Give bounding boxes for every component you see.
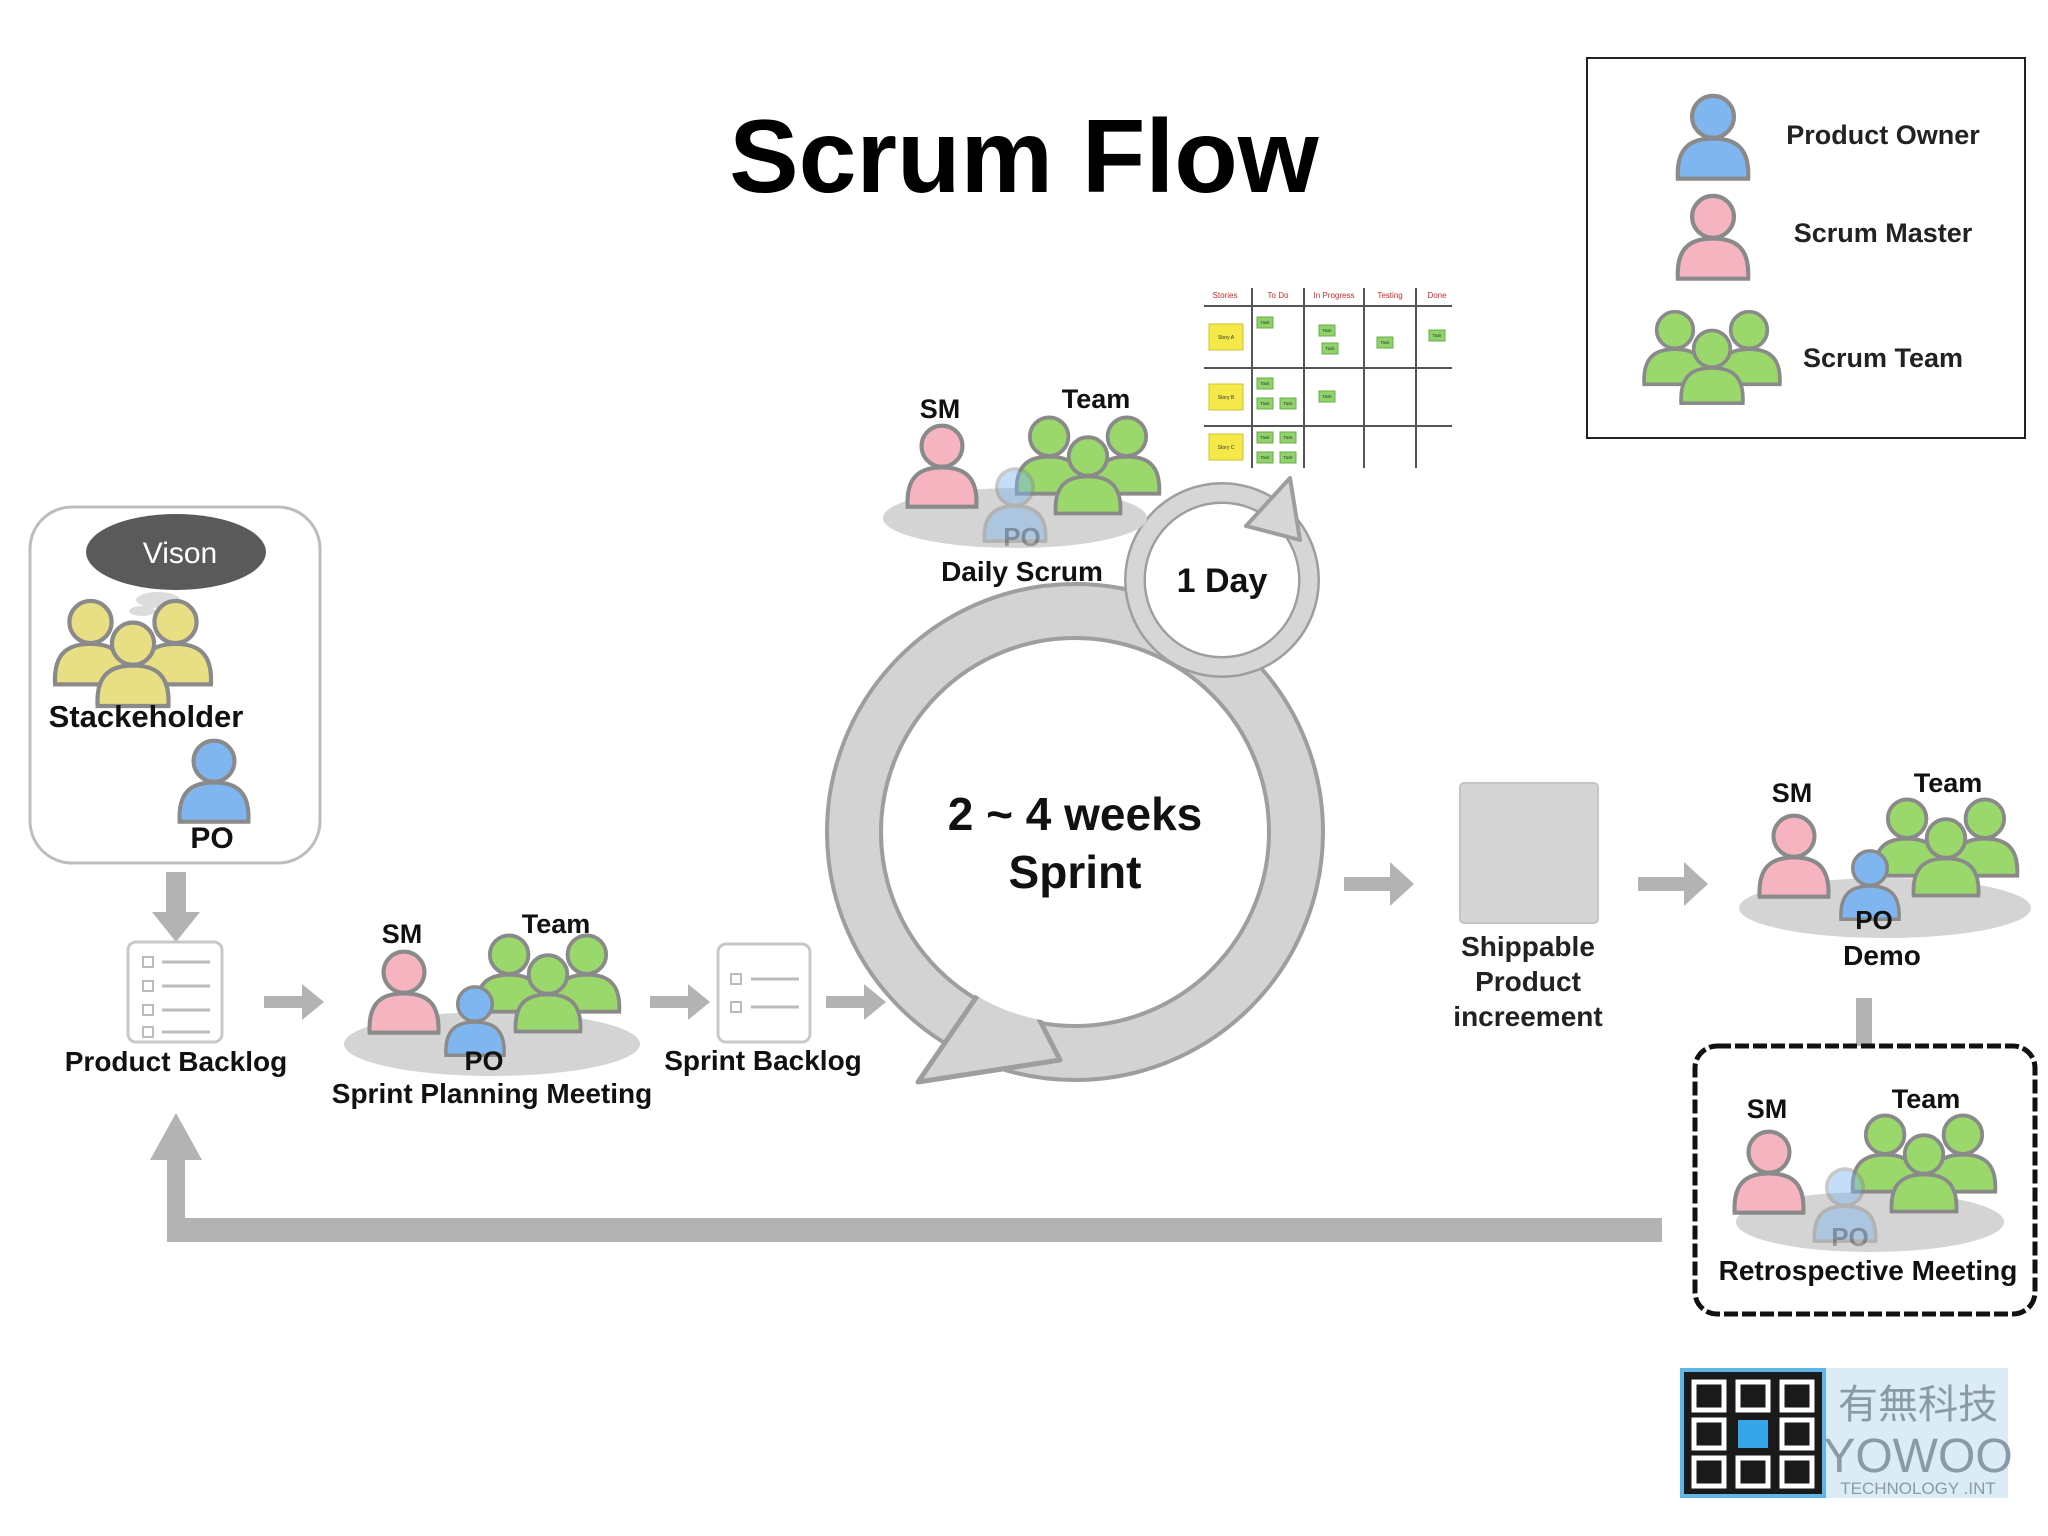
arrow-backlog-to-planning: [264, 984, 324, 1020]
task-card: Task: [1260, 455, 1270, 460]
stakeholder-label: Stackeholder: [49, 699, 244, 734]
retrospective-team-label: Team: [1892, 1084, 1961, 1114]
daily-cycle-arrowhead: [1244, 476, 1302, 542]
sprint-planning-sm-label: SM: [382, 919, 423, 949]
task-card: Task: [1260, 320, 1270, 325]
sprint-backlog-label: Sprint Backlog: [664, 1045, 862, 1076]
daily-scrum: SM Team PO Daily Scrum: [883, 384, 1159, 587]
vision-label: Vison: [143, 537, 218, 570]
arrow-vision-to-backlog: [152, 872, 200, 942]
legend-scrum-team-label: Scrum Team: [1803, 343, 1963, 373]
sprint-planning-meeting: SM Team PO Sprint Planning Meeting: [332, 909, 652, 1109]
product-backlog-icon: [126, 940, 224, 1044]
demo: SM Team PO Demo: [1739, 768, 2031, 971]
svg-text:Product: Product: [1475, 966, 1581, 997]
task-card: Task: [1260, 435, 1270, 440]
task-card: Task: [1432, 333, 1442, 338]
shippable-increment-box: [1459, 782, 1599, 924]
logo-tagline: TECHNOLOGY .INT: [1840, 1479, 1996, 1498]
daily-cycle-label: 1 Day: [1177, 562, 1268, 600]
page-title: Scrum Flow: [729, 99, 1320, 215]
svg-text:Shippable: Shippable: [1461, 931, 1595, 962]
arrow-planning-to-sprint-backlog: [650, 984, 710, 1020]
demo-sm-label: SM: [1772, 778, 1813, 808]
task-board-story-b: Story B: [1218, 395, 1235, 401]
task-board-header-done: Done: [1427, 291, 1447, 300]
legend-scrum-master-label: Scrum Master: [1794, 218, 1973, 248]
sprint-duration-label: 2 ~ 4 weeks: [948, 788, 1202, 840]
svg-text:increement: increement: [1453, 1001, 1602, 1032]
retrospective-label: Retrospective Meeting: [1719, 1255, 2018, 1286]
task-card: Task: [1325, 346, 1335, 351]
sprint-planning-sm-icon: [369, 952, 438, 1033]
task-board-story-a: Story A: [1218, 335, 1235, 341]
task-board-header-todo: To Do: [1268, 291, 1289, 300]
demo-label: Demo: [1843, 940, 1921, 971]
daily-scrum-team-label: Team: [1062, 384, 1131, 414]
shippable-increment-label: Shippable Product increement: [1453, 931, 1602, 1032]
arrow-sprint-to-increment: [1344, 862, 1414, 906]
sprint-planning-label: Sprint Planning Meeting: [332, 1078, 652, 1109]
task-card: Task: [1322, 394, 1332, 399]
arrow-sprint-backlog-to-sprint: [826, 984, 886, 1020]
task-card: Task: [1283, 435, 1293, 440]
sprint-cycle: 2 ~ 4 weeks Sprint: [825, 582, 1325, 1085]
sprint-planning-po-label: PO: [464, 1046, 503, 1076]
vision-thought-bubble: [86, 514, 266, 590]
retrospective-po-label: PO: [1831, 1222, 1869, 1252]
legend: Product Owner Scrum Master Scrum Team: [1586, 57, 2026, 439]
sprint-planning-team-label: Team: [522, 909, 591, 939]
task-board-story-c: Story C: [1218, 445, 1235, 451]
company-logo: 有無科技 YOWOO TECHNOLOGY .INT: [1680, 1368, 2013, 1498]
daily-cycle: 1 Day: [1124, 476, 1320, 678]
task-card: Task: [1283, 455, 1293, 460]
demo-po-label: PO: [1855, 905, 1893, 935]
legend-product-owner-label: Product Owner: [1786, 120, 1980, 150]
task-card: Task: [1260, 401, 1270, 406]
sprint-label: Sprint: [1009, 846, 1142, 898]
vision-po-label: PO: [190, 822, 233, 855]
arrow-retro-to-backlog: [150, 1113, 1662, 1242]
product-backlog-label: Product Backlog: [65, 1046, 287, 1077]
logo-brand-name: YOWOO: [1823, 1430, 2012, 1483]
daily-scrum-po-label: PO: [1003, 522, 1041, 552]
demo-team-label: Team: [1914, 768, 1983, 798]
arrow-increment-to-demo: [1638, 862, 1708, 906]
logo-chinese-name: 有無科技: [1838, 1383, 1998, 1427]
retrospective-sm-label: SM: [1747, 1094, 1788, 1124]
sprint-backlog-icon: [716, 942, 812, 1044]
task-card: Task: [1260, 381, 1270, 386]
vision-box: Vison Stackeholder PO: [28, 505, 322, 865]
daily-scrum-sm-icon: [907, 426, 976, 507]
task-card: Task: [1380, 340, 1390, 345]
task-board-header-in-progress: In Progress: [1314, 291, 1355, 300]
task-card: Task: [1283, 401, 1293, 406]
task-card: Task: [1322, 328, 1332, 333]
demo-sm-icon: [1759, 816, 1828, 897]
task-board: Stories To Do In Progress Testing Done S…: [1204, 288, 1452, 468]
task-board-header-testing: Testing: [1377, 291, 1402, 300]
daily-scrum-sm-label: SM: [920, 394, 961, 424]
retrospective-meeting: SM Team PO Retrospective Meeting: [1692, 1043, 2038, 1317]
task-board-header-stories: Stories: [1213, 291, 1238, 300]
daily-scrum-label: Daily Scrum: [941, 556, 1103, 587]
